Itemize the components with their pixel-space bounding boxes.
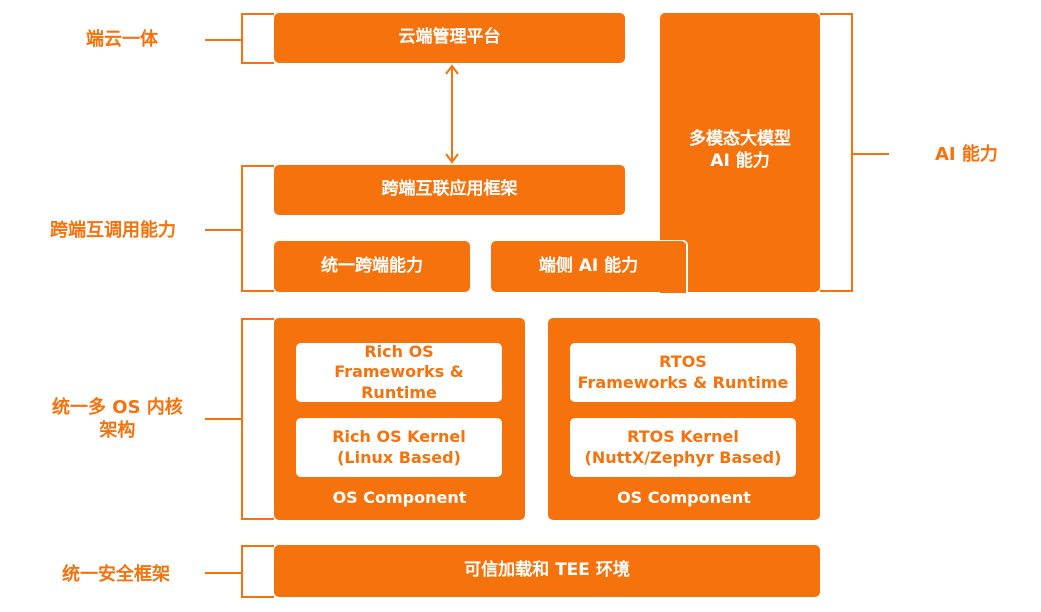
unified-cross-device-box: 统一跨端能力	[274, 241, 470, 292]
bracket-cross-device	[241, 165, 274, 292]
rich-os-frameworks-line1: Rich OS	[364, 341, 434, 361]
bracket-security	[241, 545, 274, 598]
cloud-platform-box: 云端管理平台	[274, 13, 625, 63]
rtos-box: RTOS Frameworks & Runtime RTOS Kernel (N…	[548, 318, 820, 520]
rtos-kernel-line1: RTOS Kernel	[627, 427, 739, 447]
bracket-ai	[820, 13, 853, 292]
connector-cloud-device	[205, 39, 241, 41]
rtos-frameworks-box: RTOS Frameworks & Runtime	[570, 343, 796, 402]
rtos-frameworks-line1: RTOS	[659, 352, 707, 372]
rtos-kernel-box: RTOS Kernel (NuttX/Zephyr Based)	[570, 418, 796, 477]
label-cross-device: 跨端互调用能力	[50, 220, 176, 241]
rtos-frameworks-line2: Frameworks & Runtime	[577, 372, 789, 392]
multimodal-llm-line2: AI 能力	[710, 150, 770, 171]
bracket-os-kernel	[241, 318, 274, 520]
label-os-kernel-line2: 架构	[99, 420, 136, 442]
rich-os-kernel-line2: (Linux Based)	[337, 447, 461, 467]
bracket-cloud-device	[241, 13, 274, 64]
connector-security	[205, 572, 241, 574]
device-ai-box-face: 端侧 AI 能力	[491, 241, 686, 292]
label-os-kernel-line1: 统一多 OS 内核	[52, 397, 183, 418]
label-ai: AI 能力	[935, 144, 998, 165]
rtos-component-label: OS Component	[617, 488, 751, 507]
label-security: 统一安全框架	[62, 564, 170, 585]
connector-ai	[853, 153, 889, 155]
label-cloud-device: 端云一体	[86, 29, 158, 50]
cross-device-framework-box: 跨端互联应用框架	[274, 165, 625, 215]
rich-os-box: Rich OS Frameworks & Runtime Rich OS Ker…	[274, 318, 525, 520]
bidirectional-arrow-icon	[445, 64, 459, 164]
multimodal-llm-line1: 多模态大模型	[689, 129, 791, 150]
rtos-kernel-line2: (NuttX/Zephyr Based)	[584, 447, 782, 467]
rich-os-frameworks-box: Rich OS Frameworks & Runtime	[296, 341, 502, 402]
connector-os-kernel	[205, 418, 241, 420]
label-os-kernel: 统一多 OS 内核 架构	[52, 396, 183, 443]
tee-box: 可信加载和 TEE 环境	[274, 545, 820, 597]
rich-os-kernel-line1: Rich OS Kernel	[332, 427, 466, 447]
connector-cross-device	[205, 229, 241, 231]
rich-os-frameworks-line2: Frameworks & Runtime	[334, 362, 464, 402]
rich-os-component-label: OS Component	[332, 488, 467, 507]
rich-os-kernel-box: Rich OS Kernel (Linux Based)	[296, 418, 502, 477]
